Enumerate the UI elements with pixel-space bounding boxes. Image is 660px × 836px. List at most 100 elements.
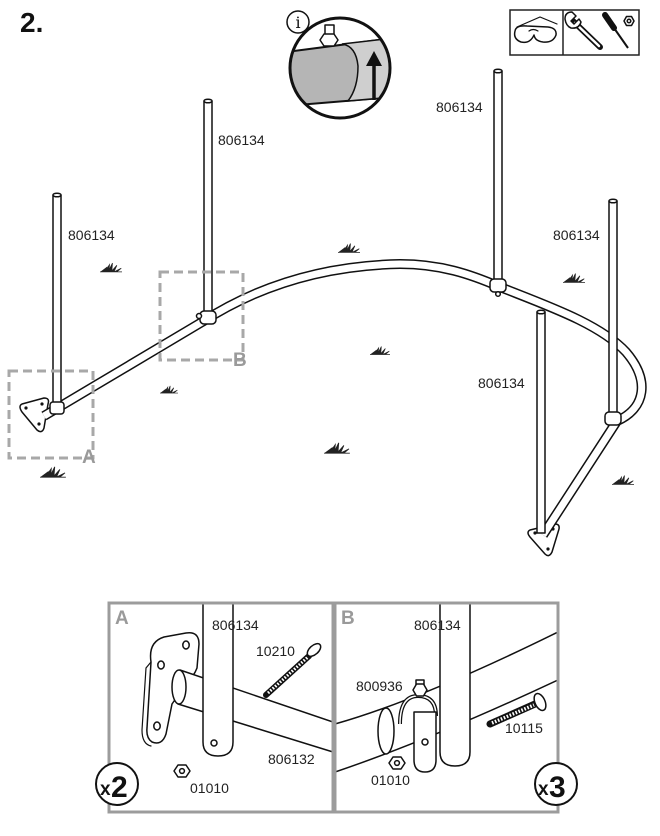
post-body: [52, 194, 62, 410]
nut-icon: [623, 15, 635, 27]
post-top: [608, 198, 618, 204]
detail-panel-b-frame: [333, 601, 560, 814]
wrench-icon: [564, 11, 603, 50]
bolt-10115: [486, 692, 547, 728]
nut-01010-a: [173, 764, 191, 778]
bolt-thread: [491, 703, 535, 725]
detail-a-letter: A: [115, 608, 129, 629]
detail-b-letter: B: [341, 608, 355, 629]
quantity-count: 2: [111, 771, 128, 804]
detail-b-post-label: 806134: [414, 617, 461, 633]
post-body: [202, 604, 234, 757]
quantity-badge-b: x 3: [534, 762, 578, 806]
info-icon-glyph: i: [295, 13, 300, 32]
quantity-badge-circle: [95, 762, 139, 806]
post-body: [536, 311, 546, 534]
nut-01010-b: [388, 756, 406, 770]
upright-post-4: [604, 198, 622, 426]
info-icon-circle: [286, 10, 310, 34]
post-806134-detail: [439, 604, 471, 767]
post-clamp: [489, 278, 507, 293]
plate-hole: [182, 640, 190, 650]
plate-hole: [24, 406, 28, 410]
post-body: [608, 200, 618, 421]
magnified-nut: [319, 33, 339, 47]
post-3-part-label: 806134: [436, 99, 483, 115]
screwdriver-icon: [602, 12, 629, 49]
screwdriver-shaft: [613, 27, 629, 49]
base-plate-left: [19, 397, 50, 433]
detail-b-nut-label: 01010: [371, 772, 410, 788]
detail-a-tube-label: 806132: [268, 751, 315, 767]
post-body: [203, 100, 213, 321]
nut-icon-hole: [626, 18, 632, 24]
post-top: [536, 309, 546, 315]
clamp-nut: [412, 683, 428, 697]
bolt-head: [306, 642, 322, 658]
callout-box-a: [7, 369, 95, 460]
nut-hole: [393, 759, 401, 767]
detail-b-clamp-label: 800936: [356, 678, 403, 694]
bolt-10210: [263, 642, 322, 698]
upright-post-3: [489, 68, 507, 298]
plate-hole: [153, 721, 161, 731]
clamp-bolt: [494, 290, 502, 298]
post-top: [493, 68, 503, 74]
post-hole: [210, 739, 218, 747]
post-1-part-label: 806134: [68, 227, 115, 243]
detail-b-bolt-label: 10115: [505, 720, 543, 736]
post-806134-detail: [202, 604, 234, 757]
frame-overview: 806134 806134 806134 806134 806134 A B: [7, 68, 647, 557]
clamp-bolt: [195, 312, 203, 320]
plate-hole: [40, 402, 44, 406]
magnified-coupling: [341, 37, 390, 102]
post-4-part-label: 806134: [553, 227, 600, 243]
screwdriver-handle: [602, 12, 617, 31]
post-clamp: [199, 310, 217, 325]
plate-hole: [37, 422, 41, 426]
magnifier-outline: [288, 16, 392, 120]
plate-hole: [533, 531, 537, 535]
clamp-hole: [421, 738, 429, 746]
wrench-jaw: [564, 11, 582, 29]
detail-a-post-label: 806134: [212, 617, 259, 633]
detail-panel-a-frame: [107, 601, 335, 814]
bolt-thread: [266, 655, 310, 695]
detail-a-drawing: [110, 604, 332, 811]
tube-sleeve-end: [377, 707, 395, 755]
detail-panel-a: A 806134 10210 806132 01010 x 2: [95, 601, 335, 814]
post-body: [439, 604, 471, 767]
glasses-lenses: [513, 25, 557, 44]
plate-hole: [157, 660, 165, 670]
bolt-head: [533, 692, 547, 712]
detail-panel-b: B 806134 800936 10115 01010 x 3: [333, 601, 578, 814]
callout-letter-a: A: [82, 447, 96, 468]
callout-box-b: [158, 270, 245, 362]
arrow-up-icon: [366, 51, 382, 66]
plate-hole: [546, 547, 550, 551]
post-2-part-label: 806134: [218, 132, 265, 148]
callout-letter-b: B: [233, 350, 247, 371]
post-top: [203, 98, 213, 104]
post-clamp: [604, 411, 622, 426]
upright-post-1: [49, 192, 65, 415]
info-detail-magnifier: i: [286, 10, 392, 120]
base-plate-right: [527, 523, 560, 557]
detail-a-bolt-label: 10210: [256, 643, 295, 659]
plate-edge: [141, 661, 152, 747]
quantity-prefix: x: [100, 779, 111, 800]
base-plate: [19, 397, 50, 433]
post-clamp: [49, 401, 65, 415]
upright-post-5: [536, 309, 546, 534]
upright-post-2: [195, 98, 217, 325]
safety-glasses-icon: [513, 16, 558, 44]
post-5-part-label: 806134: [478, 375, 525, 391]
post-body: [493, 70, 503, 288]
glasses-temple: [516, 16, 558, 28]
detail-b-drawing: [336, 604, 557, 811]
info-icon: i: [286, 10, 310, 34]
magnified-tube-joint: [290, 18, 390, 118]
quantity-badge-a: x 2: [95, 762, 139, 806]
quantity-prefix: x: [538, 779, 549, 800]
